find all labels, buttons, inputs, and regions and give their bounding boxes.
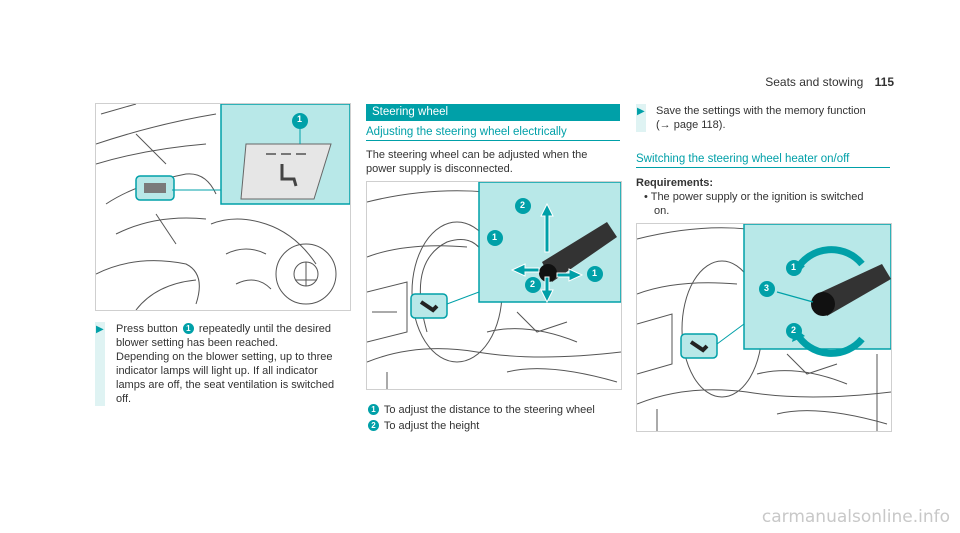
figure-seat-ventilation: 1 <box>95 103 351 311</box>
intro-line: power supply is disconnected. <box>366 163 513 175</box>
requirement-item-cont: on. <box>654 205 670 217</box>
figure-steering-heater: 1 3 2 <box>636 223 892 432</box>
step-arrow: ▶ <box>637 106 645 117</box>
step-line: blower setting has been reached. <box>116 337 279 349</box>
step-text: Press button 1 repeatedly until the desi… <box>116 322 356 406</box>
subheading: Adjusting the steering wheel electricall… <box>366 126 620 141</box>
subheading: Switching the steering wheel heater on/o… <box>636 153 890 168</box>
figure-callout: 1 <box>791 262 797 272</box>
step-arrow: ▶ <box>96 324 104 335</box>
callout-badge: 1 <box>182 323 194 334</box>
requirements-label: Requirements: <box>636 177 714 189</box>
step-text: Save the settings with the memory functi… <box>656 104 896 132</box>
steering-heater-illustration <box>637 224 891 431</box>
page-number: 115 <box>874 75 894 89</box>
figure-callout: 2 <box>530 279 536 289</box>
page-header: Seats and stowing 115 <box>765 75 894 89</box>
figure-steering-adjust: 2 1 1 2 <box>366 181 622 390</box>
steering-adjust-illustration <box>367 182 621 389</box>
step-line: off. <box>116 393 132 405</box>
bullet: • <box>644 191 648 203</box>
requirements: Requirements: • The power supply or the … <box>636 176 890 218</box>
requirement-item: • The power supply or the ignition is sw… <box>644 191 864 203</box>
section-title: Steering wheel <box>366 104 620 121</box>
step-line: Press button 1 repeatedly until the desi… <box>116 323 331 335</box>
figure-legend: 1 To adjust the distance to the steering… <box>366 403 626 433</box>
figure-callout: 2 <box>520 200 526 210</box>
legend-item: 1 To adjust the distance to the steering… <box>366 403 626 417</box>
step-line: (→ page 118). <box>656 119 726 131</box>
figure-callout: 1 <box>297 114 303 124</box>
step-line: lamps are off, the seat ventilation is s… <box>116 379 335 391</box>
header-section: Seats and stowing <box>765 75 864 89</box>
figure-callout: 2 <box>791 325 797 335</box>
figure-callout: 3 <box>764 283 770 293</box>
seat-ventilation-illustration <box>96 104 350 310</box>
intro-line: The steering wheel can be adjusted when … <box>366 149 588 161</box>
legend-item: 2 To adjust the height <box>366 419 626 433</box>
intro-text: The steering wheel can be adjusted when … <box>366 148 620 176</box>
step-line: indicator lamps will light up. If all in… <box>116 365 318 377</box>
note-bar <box>95 322 105 406</box>
step-line: Depending on the blower setting, up to t… <box>116 351 333 363</box>
watermark: carmanualsonline.info <box>761 507 950 527</box>
figure-callout: 1 <box>592 268 598 278</box>
note-bar <box>636 104 646 132</box>
step-line: Save the settings with the memory functi… <box>656 105 866 117</box>
figure-callout: 1 <box>492 232 498 242</box>
